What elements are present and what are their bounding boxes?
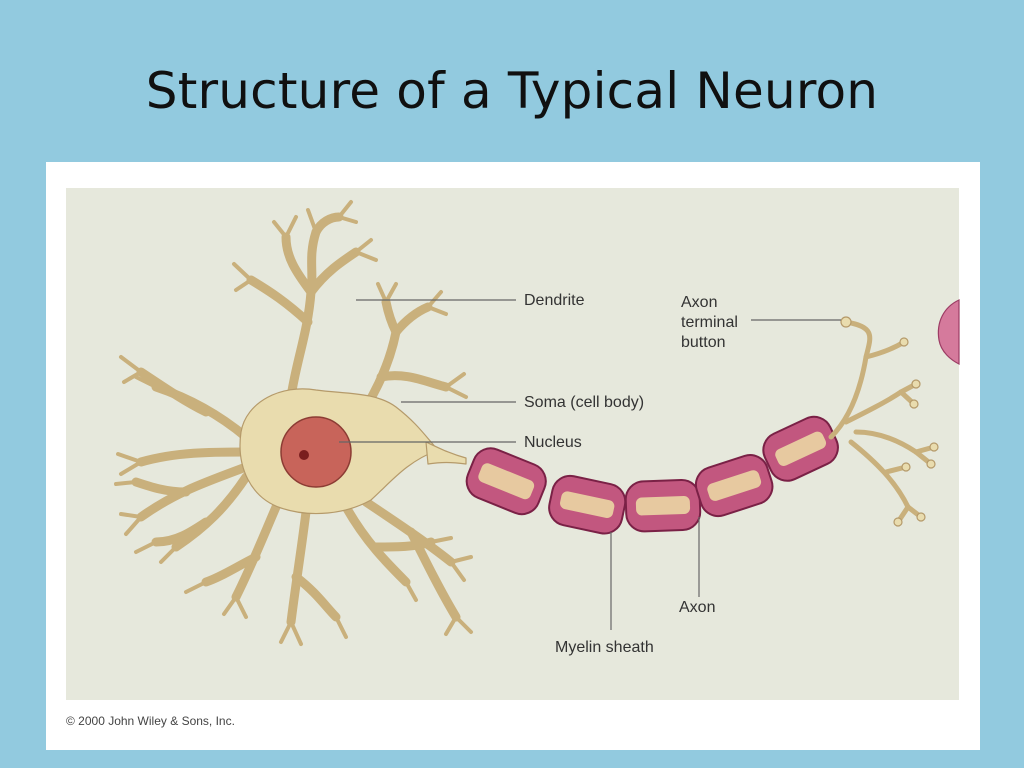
dendrite-twigs: [114, 200, 473, 646]
label-dendrite: Dendrite: [524, 292, 585, 309]
label-nucleus: Nucleus: [524, 434, 582, 451]
label-axon: Axon: [679, 599, 716, 616]
nucleolus: [299, 450, 309, 460]
leader-lines: [339, 299, 841, 630]
label-axon-terminal-line1: Axon: [681, 294, 718, 311]
slide-title: Structure of a Typical Neuron: [145, 62, 879, 120]
target-cell: [937, 299, 960, 365]
copyright-notice: © 2000 John Wiley & Sons, Inc.: [66, 714, 235, 728]
axon-terminals: [828, 319, 937, 525]
dendrites: [131, 212, 461, 627]
label-axon-terminal-line2: terminal: [681, 314, 738, 331]
label-soma: Soma (cell body): [524, 394, 645, 411]
nucleus: [280, 416, 352, 488]
label-myelin-sheath: Myelin sheath: [555, 639, 654, 656]
label-axon-terminal-line3: button: [681, 334, 726, 351]
neuron-figure: Dendrite Axon terminal button Soma (cell…: [46, 162, 980, 750]
terminal-buttons: [840, 316, 939, 527]
myelin-sheath-segments: [465, 415, 839, 535]
neuron-diagram: [114, 200, 960, 646]
